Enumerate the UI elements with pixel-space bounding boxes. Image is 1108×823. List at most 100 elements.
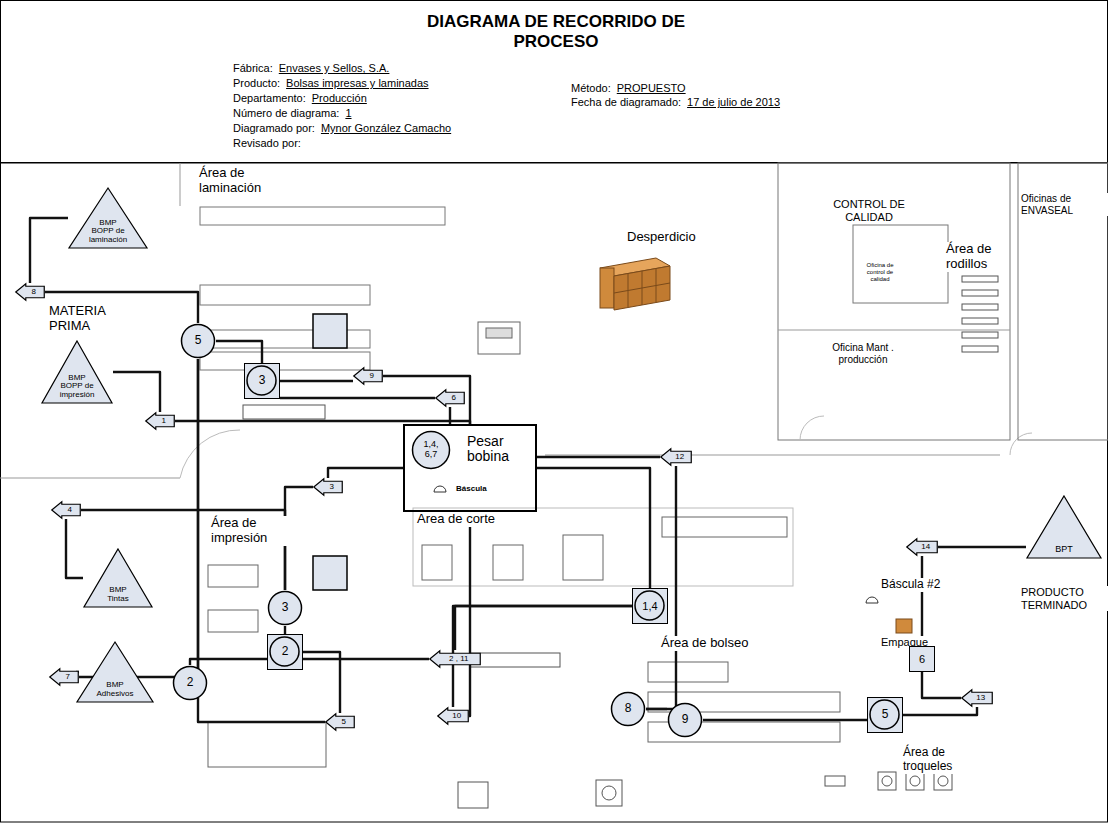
header-field: Revisado por: (232, 137, 302, 150)
callout-number: 5 (882, 708, 889, 721)
header-field: Bolsas impresas y laminadas (285, 77, 429, 90)
header-field: 17 de julio de 2013 (686, 96, 781, 109)
storage-triangle: BMP BOPP de impresión (41, 340, 113, 404)
transport-arrow-outline (435, 389, 465, 407)
callout-number: 6 (919, 653, 925, 665)
cutter (422, 545, 452, 580)
callout-number: 3 (282, 601, 289, 614)
flow-line (198, 359, 325, 722)
header-field: PROPUESTO (616, 82, 687, 95)
flow-line (921, 556, 923, 646)
callout-number: 2 (282, 645, 289, 658)
combined-operation: 3 (244, 363, 280, 399)
area-label: Desperdicio (626, 230, 697, 245)
circle-outline (413, 432, 450, 469)
triangle-outline (42, 341, 112, 403)
flow-line (455, 606, 632, 650)
office-block (1018, 163, 1108, 440)
flow-line (284, 626, 286, 634)
flow-line (537, 456, 660, 458)
die (878, 772, 896, 790)
flow-line (469, 512, 470, 716)
transport-arrow-outline (325, 713, 355, 731)
die (938, 776, 948, 786)
transport-arrow: 3 (313, 478, 343, 496)
roller (962, 346, 998, 352)
callout-number: 5 (334, 718, 346, 727)
flow-line (383, 376, 470, 424)
arrow-outline (146, 413, 175, 430)
arrow-outline (52, 502, 81, 519)
triangle-outline (84, 549, 152, 607)
roller (962, 318, 998, 324)
flow-line (646, 708, 667, 710)
printing-press (208, 610, 258, 632)
flow-line (79, 359, 198, 677)
callout-number: 13 (969, 694, 985, 703)
cutter (662, 517, 787, 537)
header-field: Envases y Sellos, S.A. (278, 62, 391, 75)
waste-boxes (614, 283, 670, 293)
area-label: Área de bolseo (660, 636, 749, 651)
header-field: 1 (344, 107, 352, 120)
plan-frame (1, 163, 1108, 822)
flow-line (113, 372, 160, 412)
operation-circle: 5 (180, 323, 216, 359)
machine (602, 786, 616, 800)
callout-number: 10 (445, 712, 461, 721)
flow-line (537, 468, 650, 588)
transport-arrow: 4 (51, 501, 81, 519)
wall (0, 478, 180, 479)
area-label: Báscula (455, 484, 488, 493)
flow-line (922, 672, 961, 698)
header-field: Diagramado por: (232, 122, 316, 135)
diagram-title: DIAGRAMA DE RECORRIDO DE PROCESO (405, 12, 707, 51)
circle-outline (612, 693, 645, 726)
roller (962, 276, 998, 282)
laminator (200, 285, 370, 305)
transport-arrow: 14 (906, 538, 938, 556)
area-label: MATERIA PRIMA (48, 304, 132, 334)
transport-arrow: 5 (325, 713, 355, 731)
storage-triangle: BMP BOPP de laminación (68, 187, 148, 249)
transport-arrow: 2 , 11 (429, 650, 481, 668)
inspection-square (313, 556, 347, 590)
machine (825, 776, 845, 786)
transport-arrow-outline (145, 412, 175, 430)
combined-operation: 2 (267, 634, 303, 670)
arrow-outline (661, 449, 692, 466)
wall (778, 330, 1010, 331)
transport-arrow-outline (313, 478, 343, 496)
process-box: Pesar bobina 1,4, 6,7 (403, 424, 537, 512)
office (853, 225, 948, 303)
printing-press (208, 565, 258, 587)
callout-number: 2 , 11 (442, 655, 469, 664)
wall (545, 455, 1000, 456)
circle-outline (870, 700, 899, 729)
die (882, 776, 892, 786)
arrow-outline (314, 479, 343, 496)
office-block (778, 163, 1010, 440)
flow-line (938, 546, 1026, 548)
header-field: Producción (311, 92, 368, 105)
door-swing (1010, 433, 1032, 455)
header-frame (1, 1, 1108, 163)
triangle-outline (69, 188, 147, 248)
die (934, 772, 952, 790)
operation-circle: 9 (667, 702, 703, 738)
circle-outline (269, 592, 302, 625)
storage-label: BMP Tintas (101, 586, 136, 604)
flow-line (66, 519, 83, 578)
arrow-outline (907, 539, 938, 556)
header-field: Fábrica: (232, 62, 274, 75)
flow-line (280, 397, 435, 399)
combined-operation: 5 (867, 697, 903, 733)
header-field: Producto: (232, 77, 281, 90)
callout-number: 1,4, 6,7 (419, 440, 443, 460)
door-swing (800, 416, 824, 440)
circle-outline (247, 366, 276, 395)
box-title: Pesar bobina (467, 434, 531, 465)
header-field: Fecha de diagramado: (570, 96, 682, 109)
cutter (493, 545, 523, 580)
